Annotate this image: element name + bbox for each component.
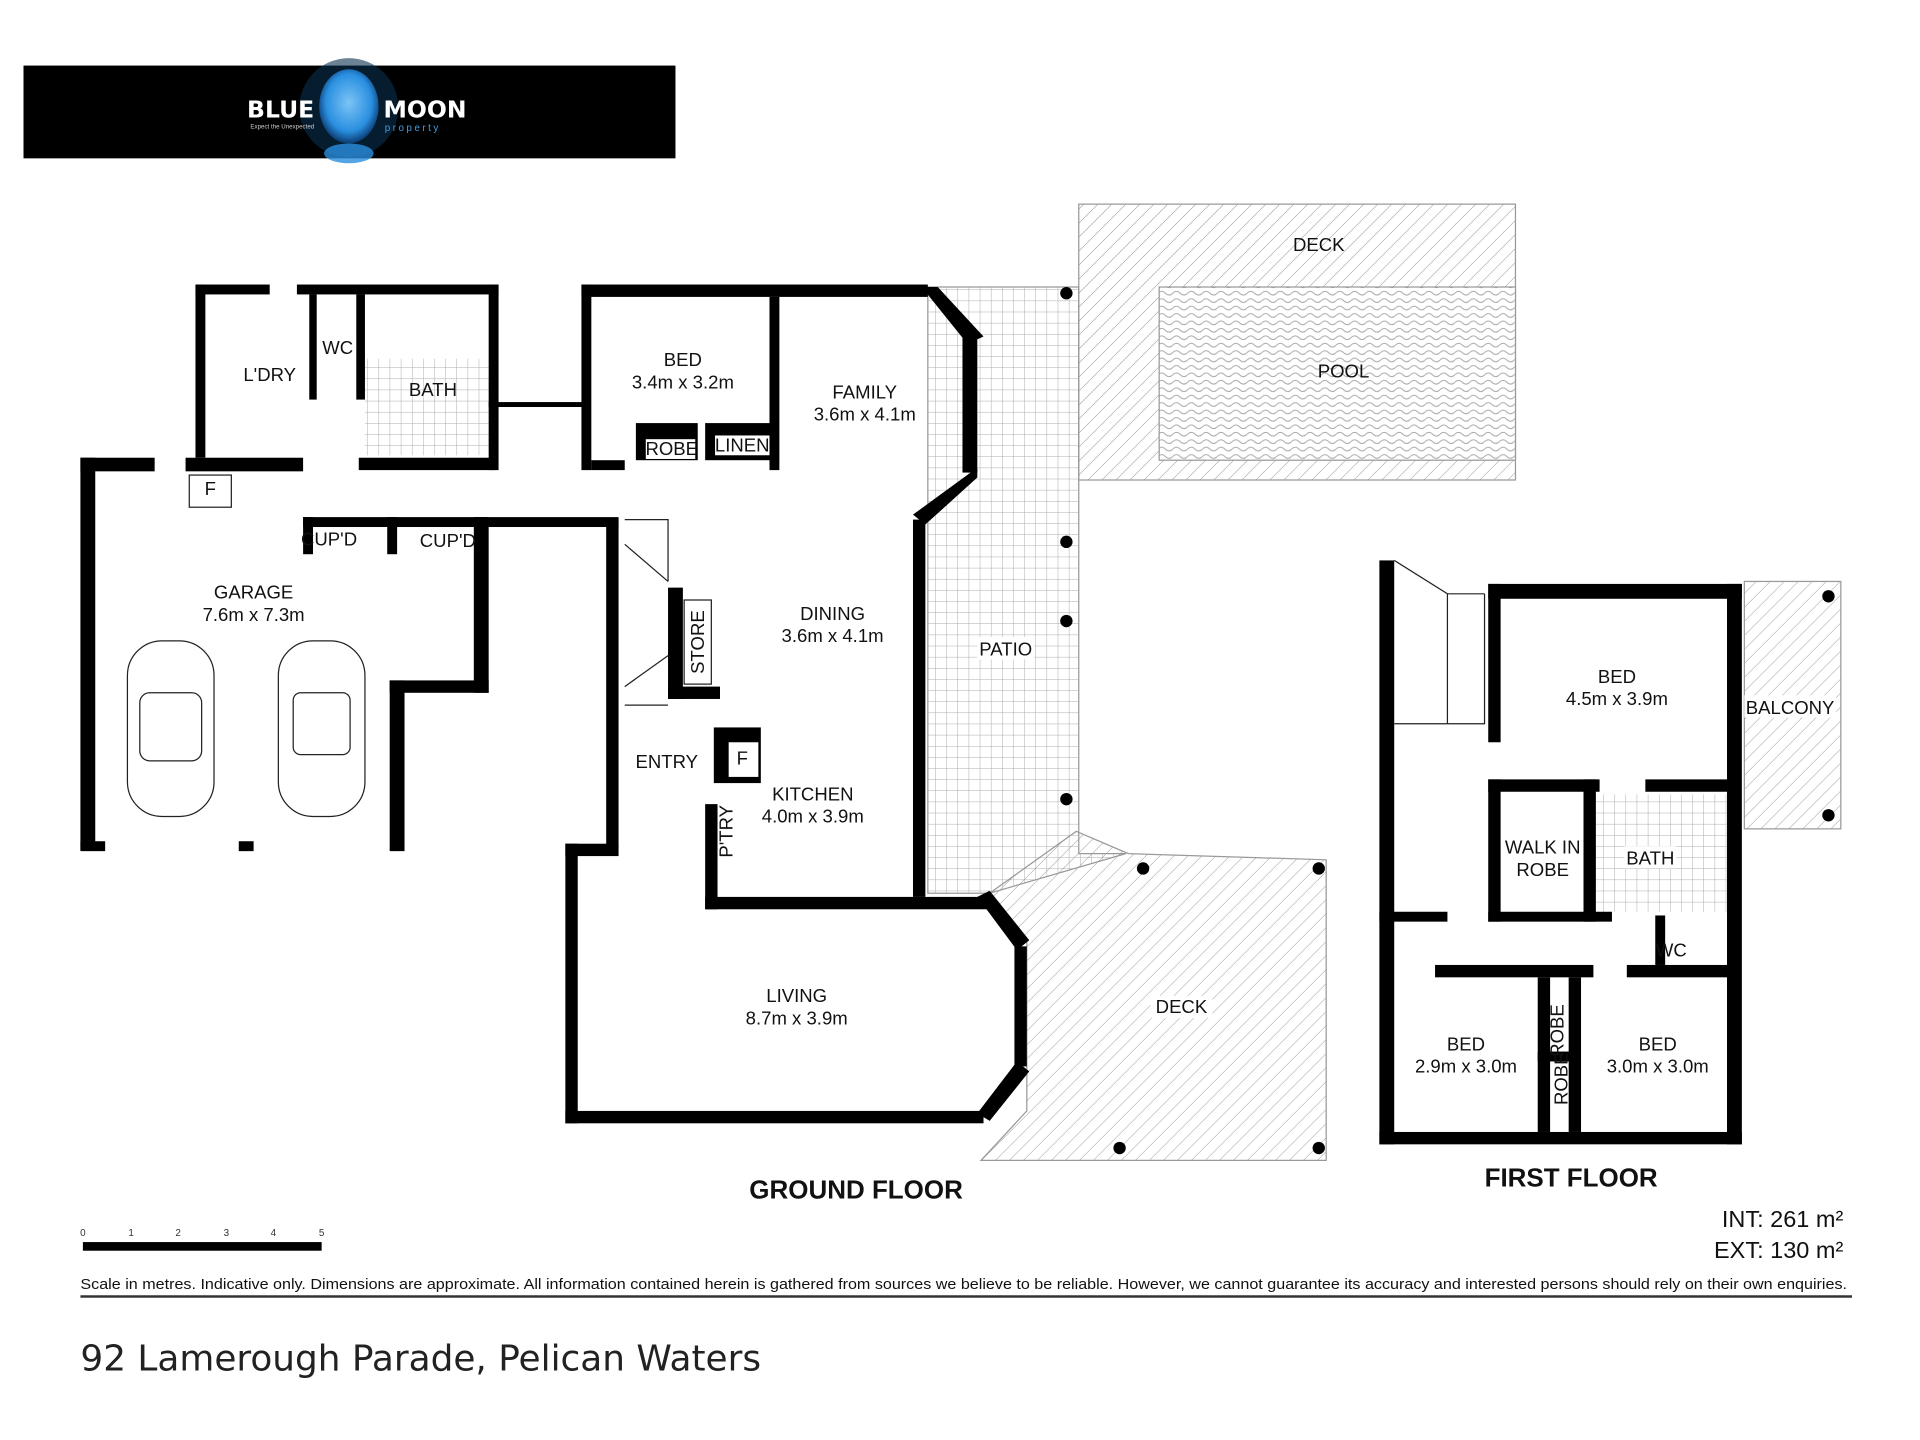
room-bed2-dim: 2.9m x 3.0m xyxy=(1415,1056,1517,1077)
logo-text-moon: MOON xyxy=(384,96,467,124)
cupboard-label: CUP'D xyxy=(420,530,476,551)
deck-top-label: DECK xyxy=(1293,234,1345,255)
car-icon xyxy=(277,640,366,818)
room-walk-in-robe-2: ROBE xyxy=(1516,859,1569,880)
room-ff-wc: WC xyxy=(1656,939,1687,960)
scale-tick: 3 xyxy=(224,1228,230,1239)
balcony-label: BALCONY xyxy=(1746,697,1835,718)
logo-sub: property xyxy=(385,123,441,134)
room-ff-bath: BATH xyxy=(1626,848,1674,869)
room-entry: ENTRY xyxy=(636,751,699,772)
ground-floor-labels: L'DRY WC BATH BED 3.4m x 3.2m ROBE LINEN… xyxy=(188,234,1370,1205)
divider xyxy=(80,1295,1852,1298)
scale-tick: 2 xyxy=(175,1228,180,1239)
room-dining-dim: 3.6m x 4.1m xyxy=(782,625,884,646)
logo-banner: BLUE MOON Expect the Unexpected property xyxy=(23,58,676,164)
room-garage-dim: 7.6m x 7.3m xyxy=(203,604,305,625)
logo-text-blue: BLUE xyxy=(247,96,314,124)
room-walk-in-robe: WALK IN xyxy=(1505,837,1581,858)
room-living-dim: 8.7m x 3.9m xyxy=(746,1007,848,1028)
room-bed1-dim: 4.5m x 3.9m xyxy=(1566,688,1668,709)
scale-bar: 0 1 2 3 4 5 xyxy=(80,1228,325,1251)
garage-fridge-label: F xyxy=(205,478,216,499)
scale-tick: 4 xyxy=(271,1228,277,1239)
scale-tick: 0 xyxy=(80,1228,86,1239)
internal-area: INT: 261 m² xyxy=(1722,1206,1844,1232)
room-bed1-name: BED xyxy=(1598,666,1636,687)
ground-floor-title: GROUND FLOOR xyxy=(749,1175,963,1205)
garage-cars xyxy=(126,640,366,818)
room-robe-b: ROBE xyxy=(1550,1052,1571,1105)
exterior-areas xyxy=(364,203,1842,1162)
room-store: STORE xyxy=(687,610,708,674)
room-laundry: L'DRY xyxy=(243,364,296,385)
first-floor-walls xyxy=(1379,560,1742,1145)
room-living-name: LIVING xyxy=(766,985,827,1006)
room-garage-name: GARAGE xyxy=(214,582,293,603)
room-wc: WC xyxy=(322,337,353,358)
room-robe: ROBE xyxy=(645,438,698,459)
moon-icon xyxy=(319,69,379,144)
room-bed-dim: 3.4m x 3.2m xyxy=(632,371,734,392)
scale-tick: 1 xyxy=(128,1228,134,1239)
room-pantry: P'TRY xyxy=(715,805,736,858)
pool xyxy=(1158,286,1517,461)
pillars xyxy=(1060,287,1835,1155)
room-bed3-name: BED xyxy=(1639,1033,1677,1054)
pool-label: POOL xyxy=(1318,360,1370,381)
deck-bottom-label: DECK xyxy=(1156,996,1208,1017)
room-family-dim: 3.6m x 4.1m xyxy=(814,404,916,425)
room-bed2-name: BED xyxy=(1447,1033,1485,1054)
patio-label: PATIO xyxy=(979,639,1032,660)
room-robe-a: ROBE xyxy=(1547,1004,1568,1057)
kitchen-fridge-label: F xyxy=(737,748,748,769)
room-family-name: FAMILY xyxy=(832,381,897,402)
room-bed3-dim: 3.0m x 3.0m xyxy=(1607,1056,1709,1077)
car-icon xyxy=(126,640,215,818)
first-floor-title: FIRST FLOOR xyxy=(1485,1162,1658,1192)
room-kitchen-dim: 4.0m x 3.9m xyxy=(762,806,864,827)
room-kitchen-name: KITCHEN xyxy=(772,783,853,804)
room-bed-name: BED xyxy=(664,349,702,370)
disclaimer: Scale in metres. Indicative only. Dimens… xyxy=(80,1277,1847,1293)
room-bath: BATH xyxy=(409,379,457,400)
stairs xyxy=(624,518,1486,725)
bath-tiles xyxy=(364,358,489,456)
cupboard-label: CUP'D xyxy=(301,529,357,550)
logo-tagline: Expect the Unexpected xyxy=(250,124,314,131)
property-address: 92 Lamerough Parade, Pelican Waters xyxy=(80,1339,761,1380)
first-floor-labels: BED 4.5m x 3.9m BALCONY WALK IN ROBE BAT… xyxy=(1415,666,1836,1192)
scale-tick: 5 xyxy=(319,1228,325,1239)
room-linen: LINEN xyxy=(715,435,770,456)
external-area: EXT: 130 m² xyxy=(1714,1237,1843,1263)
ground-floor-walls xyxy=(80,284,1030,1124)
room-dining-name: DINING xyxy=(800,603,865,624)
